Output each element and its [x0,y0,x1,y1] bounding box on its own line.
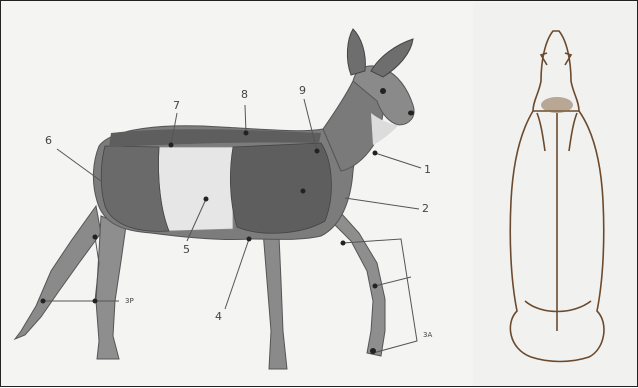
label-1: 1 [424,164,431,175]
dot-9 [315,149,320,154]
top-view-patch [541,97,573,113]
label-3a: 3A [423,332,432,339]
right-panel-bg [473,3,637,386]
dot-3p-left [41,299,46,304]
label-8: 8 [241,89,248,100]
deer-ear-left [347,29,365,75]
front-leg-back [263,231,287,369]
label-2: 2 [422,203,429,214]
label-6: 6 [45,135,52,146]
dot-5 [204,197,209,202]
label-4: 4 [215,311,222,322]
deer-eye [380,88,386,94]
dot-8 [244,131,249,136]
label-7: 7 [173,100,180,111]
leader-1 [375,153,421,168]
pale-flank-patch [158,147,233,231]
dot-3a-upper [341,241,346,246]
label-5: 5 [183,244,190,255]
hind-leg-back [15,206,101,339]
hind-leg-front [96,216,126,359]
dot-7 [169,143,174,148]
dot-4 [247,237,252,242]
dot-1 [373,151,378,156]
deer-ear-right [371,39,413,77]
shoulder-patch [230,143,331,233]
label-9: 9 [299,85,306,96]
leader-2 [345,198,419,209]
dot-3a-hoof [370,348,376,354]
dot-2 [301,189,306,194]
leader-4 [225,239,249,309]
dot-3p-upper [93,235,98,240]
deer-nose [408,111,414,116]
label-3p: 3P [125,298,134,305]
dot-3a-mid [373,284,378,289]
dot-3p-right [93,299,98,304]
